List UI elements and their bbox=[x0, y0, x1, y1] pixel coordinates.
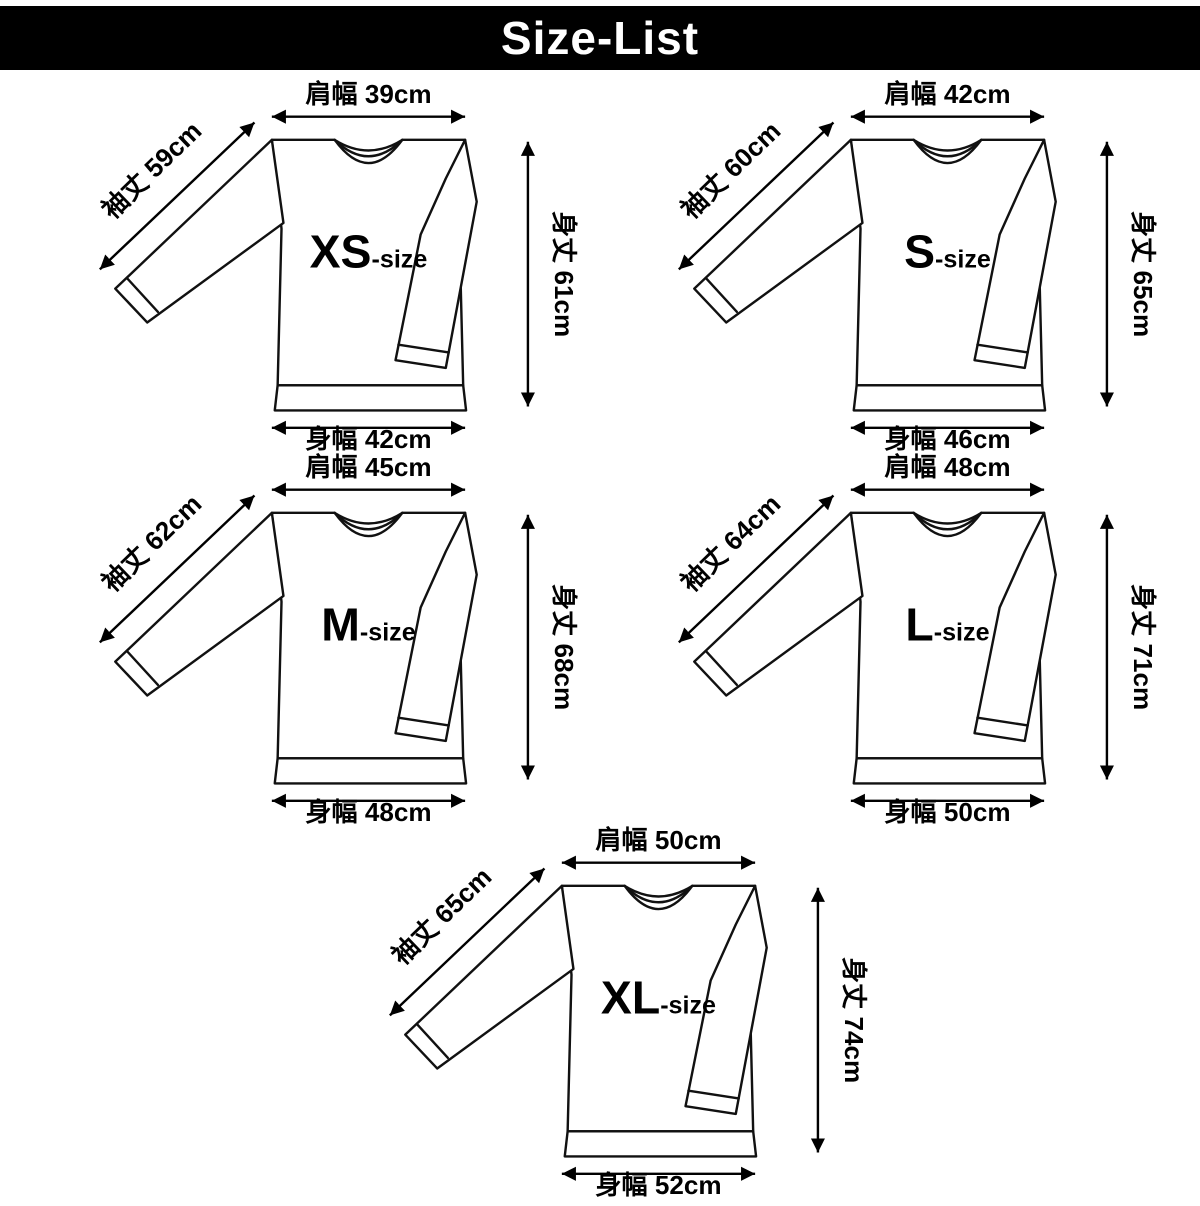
collar-outer-line bbox=[912, 511, 983, 525]
size-name-suffix: -size bbox=[372, 245, 428, 273]
shoulder-width-label: 肩幅 48cm bbox=[884, 452, 1010, 482]
size-name-main: L bbox=[905, 598, 933, 650]
size-diagram-s: 肩幅 42cm 身丈 65cm 身幅 46cm 袖丈 60cm S-size bbox=[607, 78, 1172, 451]
size-diagram-m: 肩幅 45cm 身丈 68cm 身幅 48cm 袖丈 62cm M-size bbox=[28, 451, 593, 824]
shirt-drawing: 肩幅 39cm 身丈 61cm 身幅 42cm 袖丈 59cm XS-size bbox=[96, 79, 579, 451]
sleeve-length-arrow bbox=[99, 121, 256, 271]
shirt-outline bbox=[114, 138, 478, 412]
shirt-right-sleeve bbox=[394, 138, 478, 370]
page-title: Size-List bbox=[500, 12, 700, 64]
body-width-label: 身幅 46cm bbox=[884, 424, 1010, 451]
size-diagram-xl: 肩幅 50cm 身丈 74cm 身幅 52cm 袖丈 65cm XL-size bbox=[318, 824, 883, 1197]
size-diagram-l: 肩幅 48cm 身丈 71cm 身幅 50cm 袖丈 64cm L-size bbox=[607, 451, 1172, 824]
size-name: S-size bbox=[904, 225, 991, 277]
header-bar: Size-List bbox=[0, 6, 1200, 70]
collar-inner-line bbox=[912, 138, 983, 165]
size-name-main: S bbox=[904, 225, 935, 277]
body-length-label: 身丈 65cm bbox=[1128, 211, 1158, 337]
sleeve-length-arrow bbox=[678, 121, 835, 271]
right-cuff-line bbox=[976, 343, 1029, 354]
size-name-suffix: -size bbox=[660, 991, 716, 1019]
size-name-suffix: -size bbox=[360, 618, 416, 646]
collar-outer-line bbox=[622, 884, 694, 898]
right-cuff-line bbox=[397, 716, 450, 727]
body-width-label: 身幅 42cm bbox=[305, 424, 431, 451]
size-name-main: M bbox=[321, 598, 360, 650]
body-length-label: 身丈 61cm bbox=[549, 211, 579, 337]
sleeve-length-arrow bbox=[388, 867, 545, 1017]
size-name: XL-size bbox=[600, 971, 715, 1023]
shirt-right-sleeve bbox=[973, 511, 1057, 743]
size-grid: 肩幅 39cm 身丈 61cm 身幅 42cm 袖丈 59cm XS-size bbox=[0, 70, 1200, 1197]
body-length-label: 身丈 71cm bbox=[1128, 584, 1158, 710]
shirt-outline bbox=[114, 511, 478, 785]
body-length-label: 身丈 68cm bbox=[549, 584, 579, 710]
shirt-outline bbox=[693, 511, 1057, 785]
body-length-label: 身丈 74cm bbox=[838, 957, 868, 1083]
right-cuff-line bbox=[397, 343, 450, 354]
collar-inner-line bbox=[912, 511, 983, 538]
collar-inner-line bbox=[333, 138, 404, 165]
shirt-drawing: 肩幅 48cm 身丈 71cm 身幅 50cm 袖丈 64cm L-size bbox=[675, 452, 1158, 824]
collar-outer-line bbox=[333, 138, 404, 152]
collar-outer-line bbox=[912, 138, 983, 152]
left-cuff-line bbox=[415, 1022, 449, 1060]
size-name-main: XS bbox=[310, 225, 372, 277]
left-cuff-line bbox=[704, 276, 739, 314]
left-cuff-line bbox=[704, 649, 739, 687]
size-name-suffix: -size bbox=[935, 245, 991, 273]
collar-inner-line bbox=[333, 511, 404, 538]
shirt-hem bbox=[852, 384, 1047, 412]
shirt-hem bbox=[852, 757, 1047, 785]
size-list-page: Size-List bbox=[0, 6, 1200, 1206]
shirt-hem bbox=[273, 384, 468, 412]
shirt-hem bbox=[563, 1130, 757, 1158]
left-cuff-line bbox=[125, 276, 160, 314]
size-name: XS-size bbox=[310, 225, 428, 277]
collar-inner-line bbox=[622, 884, 694, 911]
shirt-outline bbox=[403, 884, 768, 1158]
sleeve-length-arrow bbox=[678, 494, 835, 644]
size-name-main: XL bbox=[600, 971, 659, 1023]
sleeve-length-label: 袖丈 59cm bbox=[96, 115, 208, 224]
body-width-label: 身幅 52cm bbox=[595, 1170, 721, 1197]
shirt-hem bbox=[273, 757, 468, 785]
right-cuff-line bbox=[976, 716, 1029, 727]
body-width-label: 身幅 50cm bbox=[884, 797, 1010, 824]
sleeve-length-label: 袖丈 60cm bbox=[675, 115, 787, 224]
size-name-suffix: -size bbox=[934, 618, 990, 646]
collar-outer-line bbox=[333, 511, 404, 525]
shoulder-width-label: 肩幅 50cm bbox=[595, 825, 721, 855]
sleeve-length-label: 袖丈 65cm bbox=[385, 861, 497, 970]
body-width-label: 身幅 48cm bbox=[305, 797, 431, 824]
shirt-drawing: 肩幅 42cm 身丈 65cm 身幅 46cm 袖丈 60cm S-size bbox=[675, 79, 1158, 451]
size-name: L-size bbox=[905, 598, 989, 650]
size-diagram-xs: 肩幅 39cm 身丈 61cm 身幅 42cm 袖丈 59cm XS-size bbox=[28, 78, 593, 451]
sleeve-length-label: 袖丈 62cm bbox=[96, 488, 208, 597]
shirt-outline bbox=[693, 138, 1057, 412]
shoulder-width-label: 肩幅 45cm bbox=[305, 452, 431, 482]
right-cuff-line bbox=[686, 1089, 740, 1100]
shirt-right-sleeve bbox=[394, 511, 478, 743]
shirt-right-sleeve bbox=[973, 138, 1057, 370]
sleeve-length-arrow bbox=[99, 494, 256, 644]
sleeve-length-label: 袖丈 64cm bbox=[675, 488, 787, 597]
shoulder-width-label: 肩幅 42cm bbox=[884, 79, 1010, 109]
shoulder-width-label: 肩幅 39cm bbox=[305, 79, 431, 109]
shirt-right-sleeve bbox=[683, 884, 768, 1116]
left-cuff-line bbox=[125, 649, 160, 687]
shirt-drawing: 肩幅 50cm 身丈 74cm 身幅 52cm 袖丈 65cm XL-size bbox=[385, 825, 868, 1197]
shirt-drawing: 肩幅 45cm 身丈 68cm 身幅 48cm 袖丈 62cm M-size bbox=[96, 452, 579, 824]
size-name: M-size bbox=[321, 598, 415, 650]
